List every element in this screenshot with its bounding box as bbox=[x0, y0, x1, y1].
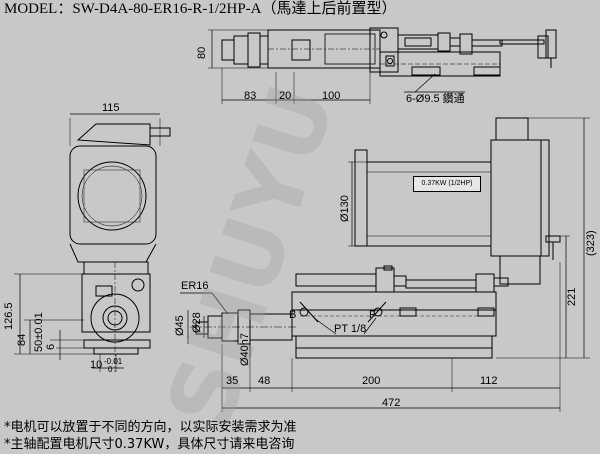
note-2: *主轴配置电机尺寸0.37KW，具体尺寸请来电咨询 bbox=[4, 437, 295, 452]
dim-115: 115 bbox=[102, 102, 120, 114]
dim-84: 84 bbox=[16, 333, 28, 346]
dim-221: 221 bbox=[566, 287, 578, 306]
dim-80: 80 bbox=[196, 46, 208, 59]
dim-472: 472 bbox=[382, 397, 401, 409]
dim-dia-45: Ø45 bbox=[174, 315, 186, 336]
pt-label: PT 1/8 bbox=[334, 323, 367, 335]
dim-35: 35 bbox=[226, 375, 239, 387]
note-1: *电机可以放置于不同的方向，以实际安装需求为准 bbox=[4, 420, 297, 435]
er16-label: ER16 bbox=[181, 280, 209, 292]
dim-200: 200 bbox=[362, 375, 381, 387]
hole-note: 6-Ø9.5 鑽通 bbox=[406, 93, 465, 105]
dim-100: 100 bbox=[322, 90, 341, 102]
model-title: MODEL：SW-D4A-80-ER16-R-1/2HP-A（馬達上后前置型） bbox=[4, 1, 397, 17]
dim-126-5: 126.5 bbox=[3, 302, 15, 330]
dim-dia-40h7: Ø40h7 bbox=[239, 332, 251, 366]
dim-dia-130: Ø130 bbox=[339, 195, 351, 222]
dim-dia-28: Ø28 bbox=[191, 312, 203, 333]
port-f-label: F bbox=[369, 309, 376, 321]
dim-323: (323) bbox=[585, 230, 597, 256]
dim-6: 6 bbox=[45, 343, 57, 350]
top-view bbox=[208, 27, 557, 104]
left-end-view bbox=[14, 113, 171, 372]
port-b-label: B bbox=[289, 309, 297, 321]
dim-48: 48 bbox=[258, 375, 271, 387]
front-view bbox=[180, 117, 590, 412]
dim-83: 83 bbox=[244, 90, 257, 102]
dim-10-tol-lower: 0 bbox=[108, 365, 113, 374]
dim-10-tol-upper: -0.01 bbox=[104, 357, 123, 366]
dim-112: 112 bbox=[480, 375, 498, 387]
motor-plate: 0.37KW (1/2HP) bbox=[413, 176, 481, 192]
dim-10: 10 bbox=[90, 359, 103, 371]
dim-20: 20 bbox=[279, 90, 292, 102]
dim-50: 50±0.01 bbox=[33, 312, 45, 352]
